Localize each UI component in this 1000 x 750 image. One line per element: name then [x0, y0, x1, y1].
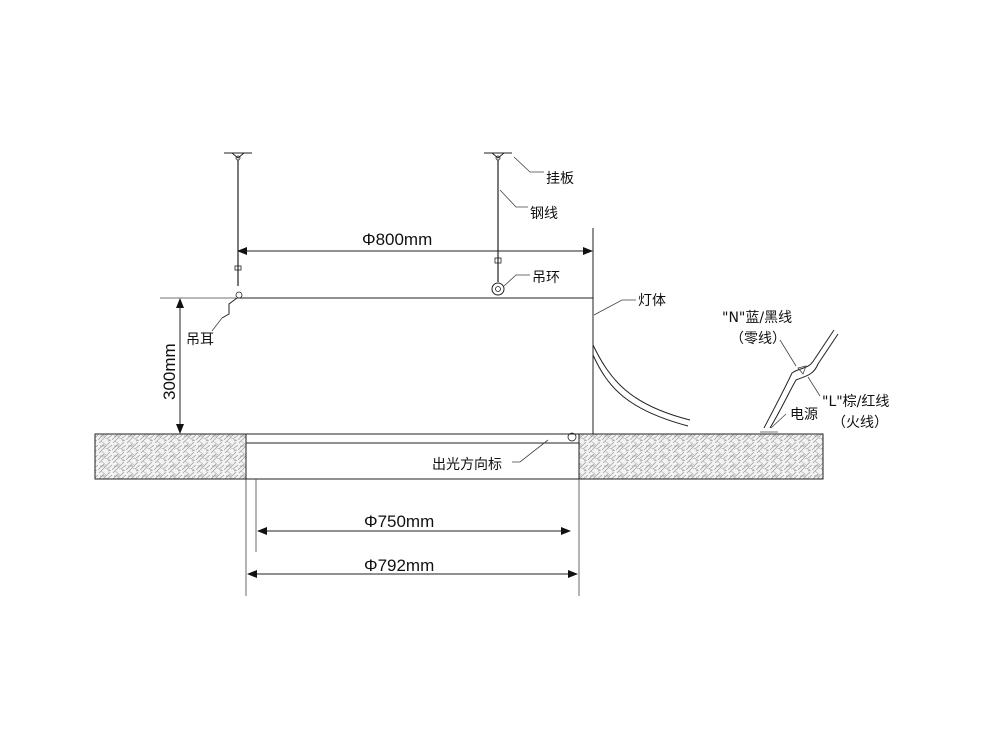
- dimension-label-lamp-diameter: Φ800mm: [362, 230, 432, 249]
- label-lifting-ring: 吊环: [532, 270, 560, 286]
- label-neutral-note: （零线）: [730, 331, 786, 347]
- leader-lifting-ring: [503, 274, 530, 287]
- label-lifting-ear: 吊耳: [186, 332, 214, 348]
- label-neutral-wire: "N"蓝/黑线: [722, 310, 792, 326]
- label-light-direction-mark: 出光方向标: [432, 457, 502, 473]
- label-lamp-body: 灯体: [638, 293, 666, 309]
- light-direction-mark-symbol: [567, 432, 577, 442]
- label-hanging-plate: 挂板: [546, 171, 574, 187]
- label-live-note: （火线）: [832, 415, 888, 431]
- mains-power-wires: [760, 329, 839, 433]
- leader-hanging-plate: [513, 156, 544, 173]
- dimension-label-height: 300mm: [160, 343, 179, 400]
- hanging-plate-right: [484, 152, 512, 161]
- hanging-plate-left: [224, 152, 252, 161]
- dimension-label-opening-outer: Φ792mm: [364, 556, 434, 575]
- leader-steel-wire: [499, 189, 528, 208]
- leader-lamp-body: [593, 299, 636, 316]
- dimension-label-opening-inner: Φ750mm: [364, 512, 434, 531]
- ceiling-right: [578, 433, 824, 480]
- lamp-power-cable: [592, 344, 691, 427]
- label-live-wire: "L"棕/红线: [822, 394, 889, 410]
- label-power-source: 电源: [790, 407, 818, 423]
- leader-lifting-ear: [211, 317, 223, 332]
- lifting-ring-symbol: [491, 282, 505, 296]
- label-steel-wire: 钢线: [530, 206, 558, 222]
- ceiling-left: [94, 433, 247, 480]
- wire-clamp-right: [494, 257, 502, 264]
- leader-power-source: [770, 413, 787, 429]
- wire-clamp-left: [234, 265, 242, 271]
- leader-neutral-wire: [779, 339, 797, 367]
- lamp-body-outline: [160, 228, 594, 434]
- ceiling-opening-panel: [245, 433, 580, 480]
- leader-light-direction: [512, 439, 549, 463]
- leader-live-wire: [807, 376, 821, 397]
